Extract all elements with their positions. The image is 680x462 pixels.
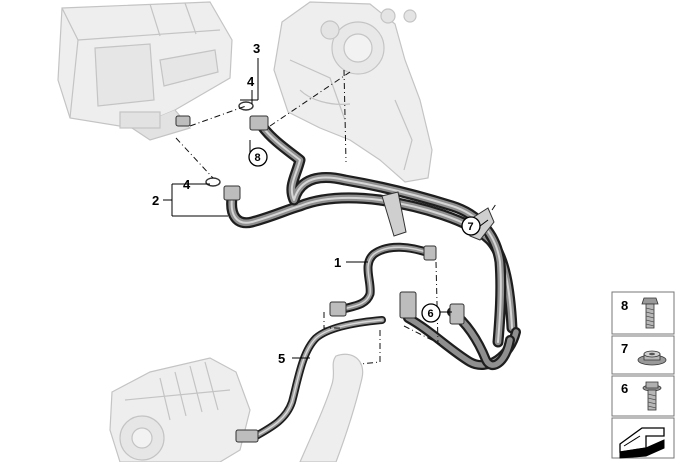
callout-7-circle: 7 [461, 216, 481, 236]
connector-1-bottom [329, 301, 347, 317]
callout-2: 2 [152, 193, 159, 208]
gearbox-housing [273, 1, 433, 183]
callout-4-top: 4 [247, 74, 255, 89]
legend-item-6: 6 [611, 375, 675, 417]
legend-panel: 8 7 6 [611, 291, 675, 459]
circled-callouts: 8 7 6 [248, 147, 481, 323]
callout-3: 3 [253, 41, 260, 56]
hose-line-3 [256, 120, 507, 348]
connector-3 [249, 115, 269, 131]
callout-1: 1 [334, 255, 341, 270]
legend-footer [611, 417, 675, 459]
connector-1-top [423, 245, 437, 261]
connector-6 [399, 291, 417, 319]
connector-2 [223, 185, 241, 201]
connector-ghost-port [175, 115, 191, 127]
callout-5: 5 [278, 351, 285, 366]
legend-number-8: 8 [621, 298, 628, 313]
collar-nut-icon [637, 350, 667, 366]
legend-item-8: 8 [611, 291, 675, 335]
callout-7: 7 [468, 221, 474, 233]
connector-right [449, 303, 465, 325]
callout-8-circle: 8 [248, 147, 268, 167]
hex-bolt-icon [641, 297, 659, 329]
seal-ring-4-top [238, 101, 254, 111]
flange-bolt-icon [642, 381, 662, 411]
callout-labels: 3 4 4 2 1 5 [152, 41, 341, 366]
bracket-center [381, 191, 407, 237]
callout-8: 8 [255, 152, 261, 164]
catalog-arrow-icon [619, 427, 665, 459]
ghost-components [57, 1, 433, 462]
callout-6: 6 [428, 308, 434, 320]
connector-5-bottom [235, 429, 259, 443]
coolant-hose-ghost [299, 353, 364, 462]
legend-number-7: 7 [621, 341, 628, 356]
alternator [109, 357, 251, 462]
seal-ring-4-left [205, 177, 221, 187]
hose-line-5 [252, 316, 386, 440]
legend-item-7: 7 [611, 335, 675, 375]
legend-number-6: 6 [621, 381, 628, 396]
leader-lines [175, 69, 497, 365]
callout-4-left: 4 [183, 177, 191, 192]
callout-6-circle: 6 [421, 303, 441, 323]
electronics-unit [57, 1, 233, 141]
seal-rings [205, 101, 254, 187]
